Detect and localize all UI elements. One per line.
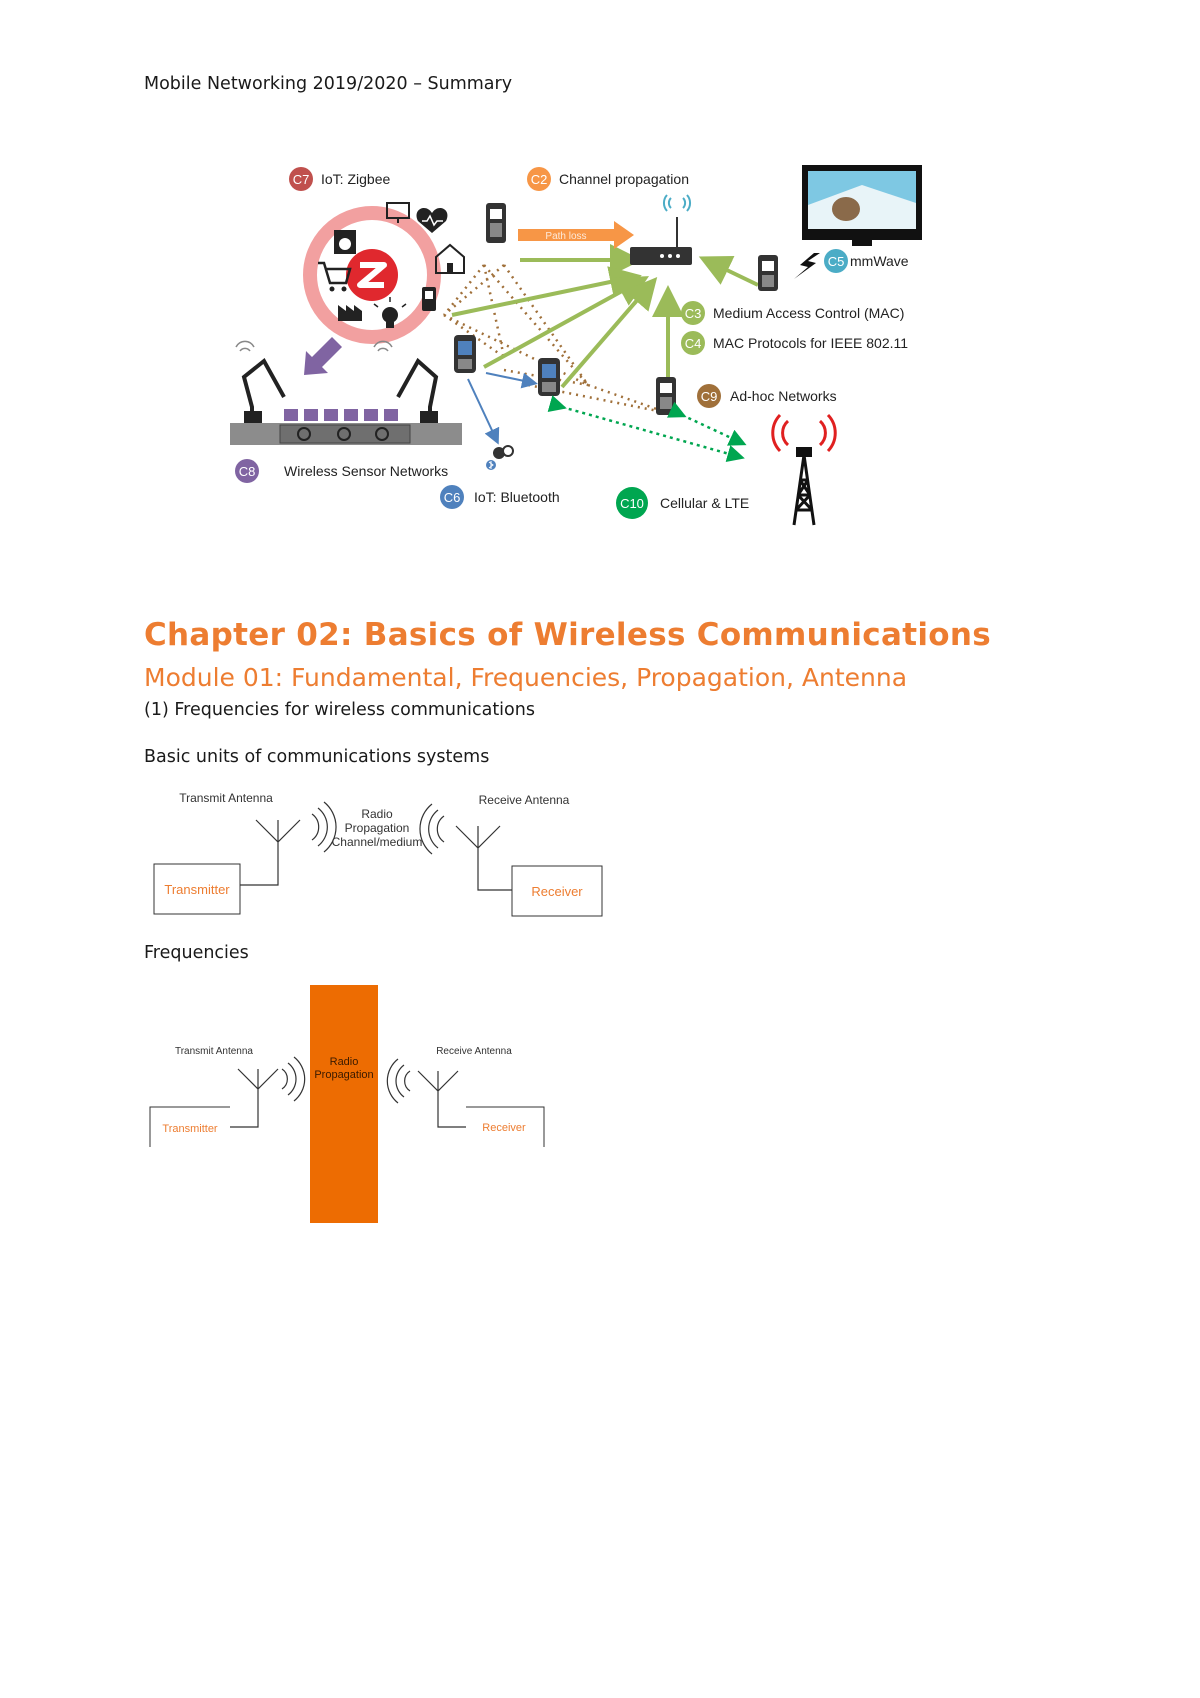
- channel-label-line3: Channel/medium: [332, 835, 423, 849]
- chapter-title: Chapter 02: Basics of Wireless Communica…: [144, 617, 991, 653]
- section-heading: (1) Frequencies for wireless communicati…: [144, 700, 535, 720]
- monitor-icon: [386, 202, 410, 223]
- c3-badge-text: C3: [685, 306, 702, 321]
- c4-badge-text: C4: [685, 336, 702, 351]
- sensor-network-conveyor: [230, 340, 462, 445]
- freq-receiver-label: Receiver: [482, 1122, 526, 1134]
- c6-badge-text: C6: [444, 490, 461, 505]
- purple-arrow: [304, 337, 342, 375]
- radio-label: Radio: [330, 1056, 359, 1068]
- radio-propagation-bar: [310, 985, 378, 1223]
- receiver-box: [511, 865, 603, 917]
- receive-antenna-label: Receive Antenna: [479, 793, 570, 807]
- frequencies-diagram: Radio Propagation Transmit Antenna Recei…: [149, 985, 545, 1223]
- freq-receive-antenna-label: Receive Antenna: [436, 1046, 512, 1057]
- bluetooth-link: [485, 372, 538, 389]
- c6-badge: [440, 485, 464, 509]
- c10-label: Cellular & LTE: [660, 495, 749, 511]
- cell-tower-icon: [771, 413, 837, 526]
- receiver-label: Receiver: [531, 884, 583, 899]
- phone-adhoc-icon: [656, 377, 676, 415]
- freq-receive-antenna-icon: [386, 1058, 466, 1128]
- tv-icon: [802, 165, 922, 246]
- lightning-icon: [794, 253, 820, 279]
- c6-label: IoT: Bluetooth: [474, 489, 560, 505]
- c7-label: IoT: Zigbee: [321, 171, 390, 187]
- earbuds-icon: [486, 445, 514, 470]
- c3-badge: [681, 301, 705, 325]
- c3-label: Medium Access Control (MAC): [713, 305, 904, 321]
- propagation-label: Propagation: [314, 1069, 373, 1081]
- heart-icon: [416, 207, 448, 233]
- c4-label: MAC Protocols for IEEE 802.11: [713, 335, 908, 351]
- c2-badge: [527, 167, 551, 191]
- running-header: Mobile Networking 2019/2020 – Summary: [144, 74, 513, 94]
- freq-transmitter-label: Transmitter: [162, 1123, 218, 1135]
- cart-icon: [318, 261, 352, 292]
- router-icon: [630, 194, 692, 265]
- freq-transmitter-box: [149, 1106, 230, 1147]
- c2-label: Channel propagation: [559, 171, 689, 187]
- freq-receiver-box: [466, 1106, 545, 1147]
- transmitter-label: Transmitter: [164, 882, 230, 897]
- c2-badge-text: C2: [531, 172, 548, 187]
- house-icon: [435, 243, 465, 274]
- washing-machine-icon: [334, 230, 356, 254]
- c5-badge-text: C5: [828, 254, 845, 269]
- c8-badge: [235, 459, 259, 483]
- c7-badge: [289, 167, 313, 191]
- transmitter-box: [153, 863, 241, 915]
- frequencies-heading: Frequencies: [144, 943, 249, 963]
- path-loss-label: Path loss: [545, 231, 586, 242]
- transmit-antenna-label: Transmit Antenna: [179, 791, 273, 805]
- channel-label-line2: Propagation: [345, 821, 410, 835]
- receive-antenna-icon: [419, 803, 512, 891]
- c7-badge-text: C7: [293, 172, 310, 187]
- phone-icon: [422, 287, 436, 311]
- phone-top-icon: [486, 203, 506, 243]
- freq-transmit-antenna-icon: [230, 1056, 306, 1128]
- module-title: Module 01: Fundamental, Frequencies, Pro…: [144, 663, 908, 692]
- c10-badge: [616, 487, 648, 519]
- basic-units-diagram: Transmit Antenna Receive Antenna Radio P…: [153, 791, 603, 917]
- c10-badge-text: C10: [620, 496, 644, 511]
- phone-mmwave-icon: [758, 255, 778, 291]
- basic-units-heading: Basic units of communications systems: [144, 747, 490, 767]
- transmit-antenna-icon: [240, 801, 337, 886]
- factory-icon: [338, 305, 362, 321]
- c9-label: Ad-hoc Networks: [730, 388, 837, 404]
- bluetooth-phone-left-icon: [454, 335, 476, 373]
- c8-label: Wireless Sensor Networks: [284, 463, 448, 479]
- cellular-link-adhoc: [666, 401, 747, 446]
- c4-badge: [681, 331, 705, 355]
- c5-badge: [824, 249, 848, 273]
- path-loss-arrow: Path loss: [518, 221, 634, 249]
- c9-badge-text: C9: [701, 389, 718, 404]
- freq-transmit-antenna-label: Transmit Antenna: [175, 1046, 253, 1057]
- c5-label: mmWave: [850, 253, 909, 269]
- c8-badge-text: C8: [239, 464, 256, 479]
- lightbulb-icon: [373, 297, 407, 328]
- zigbee-ring: [303, 202, 465, 344]
- cellular-link: [547, 395, 745, 463]
- bluetooth-link-earbud: [467, 378, 500, 445]
- channel-label-line1: Radio: [361, 807, 393, 821]
- bluetooth-phone-right-icon: [538, 358, 560, 396]
- course-overview-figure: C7 IoT: Zigbee C8 Wireless Sensor Networ…: [230, 165, 922, 526]
